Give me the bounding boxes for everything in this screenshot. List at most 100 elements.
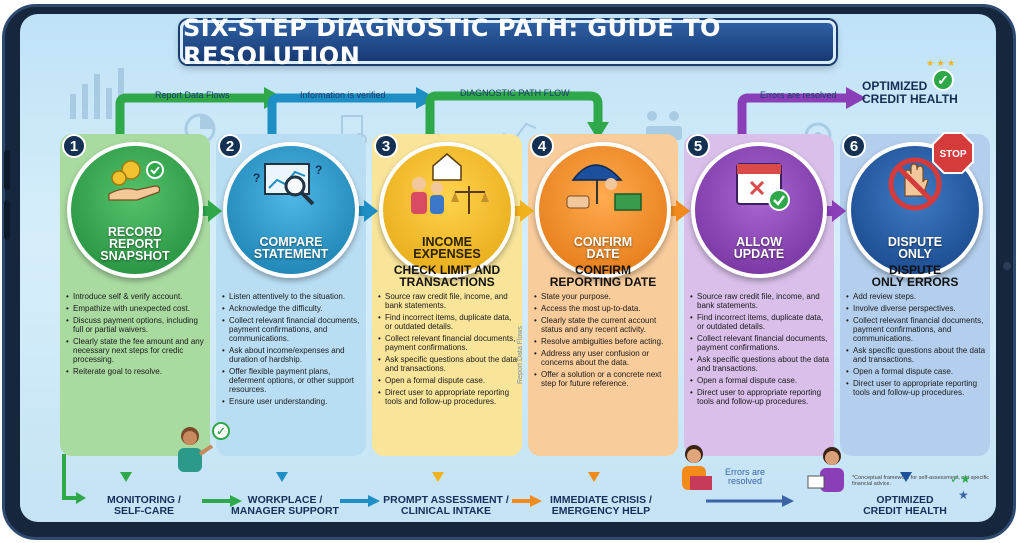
flow-label-1: Report Data Flows [155,90,230,100]
bottom-arrow-4 [706,495,794,507]
down-arrow-icon [900,472,912,482]
list-item: Ask specific questions about the data an… [846,346,988,364]
flow-arrow-4 [737,87,866,142]
step-3-section-title: CHECK LIMIT AND TRANSACTIONS [393,263,501,289]
bottom-arrow-3 [512,495,542,507]
step-2-bullet-list: Listen attentively to the situation. Ack… [222,292,364,409]
step-4-bullet-list: State your purpose. Access the most up-t… [534,292,676,391]
page-title: SIX-STEP DIAGNOSTIC PATH: GUIDE TO RESOL… [183,14,721,70]
checkmarks-icon: ✓★ [950,472,971,486]
bottom-immediate-crisis: IMMEDIATE CRISIS / EMERGENCY HELP [550,494,652,517]
step-2-number: 2 [218,134,242,158]
down-arrow-icon [588,472,600,482]
list-item: Direct user to appropriate reporting too… [846,379,988,397]
step-5-bullet-list: Source raw credit file, income, and bank… [690,292,832,409]
list-item: Offer flexible payment plans, deferment … [222,367,364,394]
step-3-bullet-list: Source raw credit file, income, and bank… [378,292,520,409]
list-item: Add review steps. [846,292,988,301]
check-badge-icon: ✓ [932,69,954,91]
flow-arrow-2 [267,87,436,142]
down-arrow-icon [276,472,288,482]
connector-5-6 [822,206,836,216]
vertical-flow-label: Report Data Flows [517,326,524,384]
step-6-label: DISPUTE ONLY [887,235,943,261]
connector-arrow-icon [520,200,534,222]
family-scale-icon [411,153,489,214]
step-4-circle [535,142,671,278]
connector-arrow-icon [832,200,846,222]
list-item: Collect relevant financial documents, pa… [846,316,988,343]
bottom-monitoring: MONITORING / SELF-CARE [107,494,181,517]
step-4-label: CONFIRM DATE [573,235,633,261]
bottom-prompt-assessment: PROMPT ASSESSMENT / CLINICAL INTAKE [383,494,509,517]
footnote: *Conceptual framework for self-assessmen… [852,475,989,487]
flow-label-3: DIAGNOSTIC PATH FLOW [460,88,570,98]
step-3-label: INCOME EXPENSES [413,235,481,261]
connector-arrow-icon [676,200,690,222]
list-item: Address any user confusion or concerns a… [534,349,676,367]
connector-4-5 [666,206,680,216]
list-item: Empathize with unexpected cost. [66,304,208,313]
volume-button [4,150,10,190]
list-item: Ask specific questions about the data an… [690,355,832,373]
umbrella-cash-icon [566,164,642,211]
list-item: Resolve ambiguities before acting. [534,337,676,346]
flow-label-4: Errors are resolved [760,90,837,100]
bottom-arrow-1 [202,495,242,507]
svg-text:?: ? [315,163,322,177]
step-5-label: ALLOW UPDATE [733,235,785,261]
list-item: Ensure user understanding. [222,397,364,406]
svg-text:STOP: STOP [939,149,966,160]
infographic-screen: SIX-STEP DIAGNOSTIC PATH: GUIDE TO RESOL… [20,14,996,522]
connector-1-2 [198,206,212,216]
bar-chart-background-icon [70,68,124,119]
bottom-arrow-2 [340,495,380,507]
stop-hand-icon [888,157,942,211]
list-item: Ask specific questions about the data an… [378,355,520,373]
step-1-number: 1 [62,134,86,158]
list-item: Open a formal dispute case. [846,367,988,376]
list-item: Clearly state the current account status… [534,316,676,334]
camera-icon [1003,262,1011,270]
person-pointing-icon [178,427,214,472]
list-item: Open a formal dispute case. [378,376,520,385]
list-item: Ask about income/expenses and duration o… [222,346,364,364]
person-document-icon [807,447,844,492]
list-item: Source raw credit file, income, and bank… [378,292,520,310]
step-4-number: 4 [530,134,554,158]
flow-arrow-3 [425,91,609,144]
connector-arrow-icon [364,200,378,222]
list-item: Find incorrect items, duplicate data, or… [690,313,832,331]
money-hand-icon [108,160,164,201]
svg-text:?: ? [253,171,260,185]
list-item: Acknowledge the difficulty. [222,304,364,313]
magnifier-chart-icon: ? ? [253,163,322,206]
list-item: Collect relevant financial documents, pa… [690,334,832,352]
list-item: Introduce self & verify account. [66,292,208,301]
down-arrow-icon [120,472,132,482]
list-item: Collect relevant financial documents, pa… [222,316,364,343]
flow-label-2: Information is verified [300,90,386,100]
list-item: Discuss payment options, including full … [66,316,208,334]
list-item: Access the most up-to-data. [534,304,676,313]
list-item: Clearly state the fee amount and any nec… [66,337,208,364]
list-item: Offer a solution or a concrete next step… [534,370,676,388]
list-item: Involve diverse perspectives. [846,304,988,313]
stop-sign-icon: STOP [932,132,974,174]
step-5-number: 5 [686,134,710,158]
volume-button [4,200,10,240]
title-banner: SIX-STEP DIAGNOSTIC PATH: GUIDE TO RESOL… [180,14,836,70]
step-6-section-title: DISPUTE ONLY ERRORS [871,263,959,289]
connector-arrow-icon [208,200,222,222]
stars-icon: ★ ★ ★ [926,58,956,68]
optimized-credit-health-top: OPTIMIZED CREDIT HEALTH [862,79,958,106]
bottom-optimized-credit-health: OPTIMIZED CREDIT HEALTH [863,494,947,517]
list-item: Reiterate goal to resolve. [66,367,208,376]
step-6-number: 6 [842,134,866,158]
list-item: Direct user to appropriate reporting too… [378,388,520,406]
list-item: Direct user to appropriate reporting too… [690,388,832,406]
list-item: Listen attentively to the situation. [222,292,364,301]
down-arrow-icon [432,472,444,482]
connector-3-4 [510,206,524,216]
bottom-errors-resolved: Errors are resolved [725,467,766,486]
